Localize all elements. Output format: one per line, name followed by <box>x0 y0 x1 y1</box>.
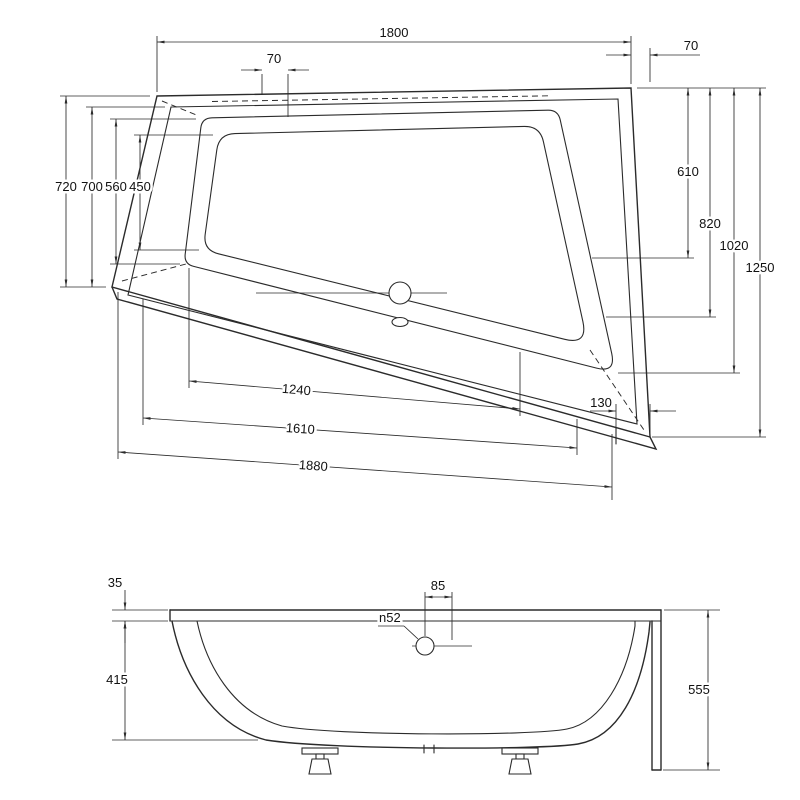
dim-height-555: 555 <box>663 609 720 771</box>
dim-right-group: 610 820 1020 1250 <box>592 87 777 438</box>
dim-1800-label: 1800 <box>380 25 409 40</box>
dimension-line <box>188 380 521 410</box>
foot-plate <box>501 747 539 755</box>
dim-left-inner-700: 700 <box>79 106 165 287</box>
dim-70-right-label: 70 <box>684 38 698 53</box>
dim-820-label: 820 <box>699 216 721 231</box>
hidden-edge-top-left <box>161 100 200 117</box>
drain-circle <box>415 636 435 656</box>
drain-elevation <box>412 636 472 656</box>
hidden-edges <box>121 95 645 431</box>
shell-outer-curve <box>171 620 651 749</box>
basin-inner-curve <box>196 620 636 735</box>
support-feet <box>301 747 539 775</box>
dimension-line <box>117 451 613 488</box>
dim-85-label: 85 <box>431 578 445 593</box>
dim-top-width: 1800 <box>156 23 632 92</box>
dim-610-label: 610 <box>677 164 699 179</box>
dimension-line <box>142 417 578 449</box>
hidden-edge-bottom-right <box>589 349 645 431</box>
foot-cup <box>308 758 332 775</box>
inner-rim-edge <box>127 98 638 425</box>
dim-front-floor-1240: 1240 <box>188 268 521 416</box>
dim-450-label: 450 <box>129 179 151 194</box>
dim-left-floor-450: 450 <box>127 134 213 251</box>
hidden-edge-bottom-left <box>121 263 187 282</box>
dim-555-label: 555 <box>688 682 710 697</box>
dim-rim-35: 35 <box>105 573 168 643</box>
basin-outline <box>184 109 613 370</box>
outer-rim-edge <box>111 87 651 438</box>
foot-pin <box>315 753 325 760</box>
dim-1250-label: 1250 <box>746 260 775 275</box>
foot-pin <box>515 753 525 760</box>
dim-720-label: 720 <box>55 179 77 194</box>
dim-corner-130: 130 <box>588 393 676 440</box>
drain-plan <box>256 281 447 328</box>
dim-front-inner-1610: 1610 <box>142 299 578 455</box>
dim-35-label: 35 <box>108 575 122 590</box>
dim-70-rim-label: 70 <box>267 51 281 66</box>
drain-circle <box>388 281 412 305</box>
dim-700-label: 700 <box>81 179 103 194</box>
dim-560-label: 560 <box>105 179 127 194</box>
dim-top-rim-offset: 70 <box>241 49 309 117</box>
dim-1020-label: 1020 <box>720 238 749 253</box>
dim-left-basin-560: 560 <box>103 118 196 265</box>
foot-plate <box>301 747 339 755</box>
dim-front-outer-1880: 1880 <box>117 292 613 500</box>
foot-cup <box>508 758 532 775</box>
dim-130-label: 130 <box>590 395 612 410</box>
dim-left-outer-720: 720 <box>53 95 150 288</box>
dim-top-right-offset: 70 <box>606 36 701 82</box>
dim-1610-label: 1610 <box>285 420 315 437</box>
elevation-view: 35 415 85 n52 555 <box>104 573 720 775</box>
dim-1880-label: 1880 <box>298 457 328 474</box>
basin-floor-contour <box>204 125 585 341</box>
dim-drain-offset-85: 85 <box>424 576 453 640</box>
drain-diameter-label: n52 <box>379 610 401 625</box>
overflow-outline <box>391 316 409 328</box>
front-apron-edge <box>111 286 658 451</box>
tub-outer-outline <box>111 87 658 451</box>
plan-view: 1800 70 70 720 700 <box>53 23 777 500</box>
drain-diameter-callout: n52 <box>377 608 419 640</box>
dim-1240-label: 1240 <box>281 381 311 398</box>
dim-depth-415: 415 <box>104 621 258 741</box>
hidden-edge-top <box>211 95 551 102</box>
basin-rim-contour <box>184 109 613 370</box>
tub-profile <box>169 609 662 771</box>
dim-415-label: 415 <box>106 672 128 687</box>
callout-leader <box>403 625 419 640</box>
